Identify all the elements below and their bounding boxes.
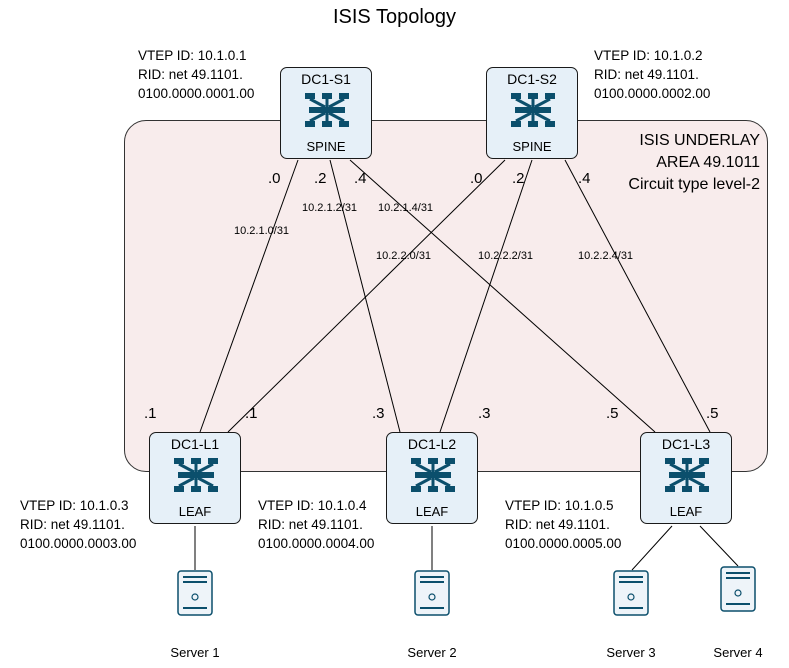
link-s1-l1 [199,159,299,433]
server-1-icon[interactable] [176,570,214,616]
leaf-node-dc1-l1[interactable]: DC1-L1 LEAF [149,432,241,524]
area-label-line-3: Circuit type level-2 [628,176,760,193]
switch-icon [411,458,455,492]
host-label: .1 [245,405,258,422]
node-role: LEAF [178,504,212,519]
leaf-2-info: VTEP ID: 10.1.0.4 RID: net 49.1101. 0100… [258,496,374,553]
vtep-id: VTEP ID: 10.1.0.1 [138,48,247,63]
vtep-id: VTEP ID: 10.1.0.3 [20,498,129,513]
subnet-label: 10.2.2.2/31 [478,250,534,262]
spine-node-dc1-s1[interactable]: DC1-S1 SPINE [280,67,372,159]
router-id-suffix: 0100.0000.0002.00 [594,86,711,101]
host-label: .3 [478,405,491,422]
subnet-label: 10.2.1.2/31 [302,202,358,214]
router-id: RID: net 49.1101. [20,517,125,532]
server-3-label: Server 3 [606,645,656,660]
router-id: RID: net 49.1101. [258,517,363,532]
host-label: .1 [144,405,157,422]
leaf-node-dc1-l2[interactable]: DC1-L2 LEAF [386,432,478,524]
host-label: .0 [470,170,483,187]
router-id-suffix: 0100.0000.0001.00 [138,86,255,101]
link-l3-server3 [631,525,673,571]
subnet-label: 10.2.2.0/31 [376,250,432,262]
host-label: .5 [606,405,619,422]
host-label: .4 [354,170,367,187]
vtep-id: VTEP ID: 10.1.0.5 [505,498,614,513]
node-role: SPINE [512,139,552,154]
node-role: LEAF [669,504,703,519]
node-name: DC1-L3 [661,436,711,452]
switch-icon [174,458,218,492]
area-label-line-1: ISIS UNDERLAY [639,132,760,149]
link-s2-l3 [564,159,711,433]
server-3-icon[interactable] [612,570,650,616]
switch-icon [305,93,349,127]
host-label: .3 [372,405,385,422]
host-label: .5 [706,405,719,422]
host-label: .2 [512,170,525,187]
leaf-1-info: VTEP ID: 10.1.0.3 RID: net 49.1101. 0100… [20,496,136,553]
node-name: DC1-L1 [170,436,220,452]
router-id-suffix: 0100.0000.0004.00 [258,536,375,551]
spine-node-dc1-s2[interactable]: DC1-S2 SPINE [486,67,578,159]
area-label: ISIS UNDERLAY AREA 49.1011 Circuit type … [560,130,760,196]
area-label-line-2: AREA 49.1011 [656,154,760,171]
router-id-suffix: 0100.0000.0005.00 [505,536,622,551]
subnet-label: 10.2.1.0/31 [234,225,290,237]
leaf-3-info: VTEP ID: 10.1.0.5 RID: net 49.1101. 0100… [505,496,621,553]
node-name: DC1-S2 [507,71,557,87]
link-l3-server4 [699,525,739,567]
link-s1-l3 [349,159,656,433]
server-2-label: Server 2 [407,645,457,660]
subnet-label: 10.2.1.4/31 [378,202,434,214]
node-name: DC1-S1 [301,71,351,87]
spine-2-info: VTEP ID: 10.1.0.2 RID: net 49.1101. 0100… [594,46,710,103]
node-name: DC1-L2 [407,436,457,452]
node-role: LEAF [415,504,449,519]
router-id: RID: net 49.1101. [594,67,699,82]
server-1-label: Server 1 [170,645,220,660]
switch-icon [665,458,709,492]
spine-1-info: VTEP ID: 10.1.0.1 RID: net 49.1101. 0100… [138,46,254,103]
host-label: .2 [314,170,327,187]
vtep-id: VTEP ID: 10.1.0.2 [594,48,703,63]
vtep-id: VTEP ID: 10.1.0.4 [258,498,367,513]
link-s2-l2 [439,159,533,433]
diagram-title: ISIS Topology [332,6,457,28]
link-s1-l2 [329,159,401,433]
host-label: .4 [578,170,591,187]
router-id: RID: net 49.1101. [505,517,610,532]
link-s2-l1 [227,159,506,433]
server-4-icon[interactable] [719,566,757,612]
switch-icon [511,93,555,127]
node-role: SPINE [306,139,346,154]
server-4-label: Server 4 [713,645,763,660]
leaf-node-dc1-l3[interactable]: DC1-L3 LEAF [640,432,732,524]
host-label: .0 [268,170,281,187]
server-2-icon[interactable] [413,570,451,616]
router-id-suffix: 0100.0000.0003.00 [20,536,137,551]
subnet-label: 10.2.2.4/31 [578,250,634,262]
router-id: RID: net 49.1101. [138,67,243,82]
